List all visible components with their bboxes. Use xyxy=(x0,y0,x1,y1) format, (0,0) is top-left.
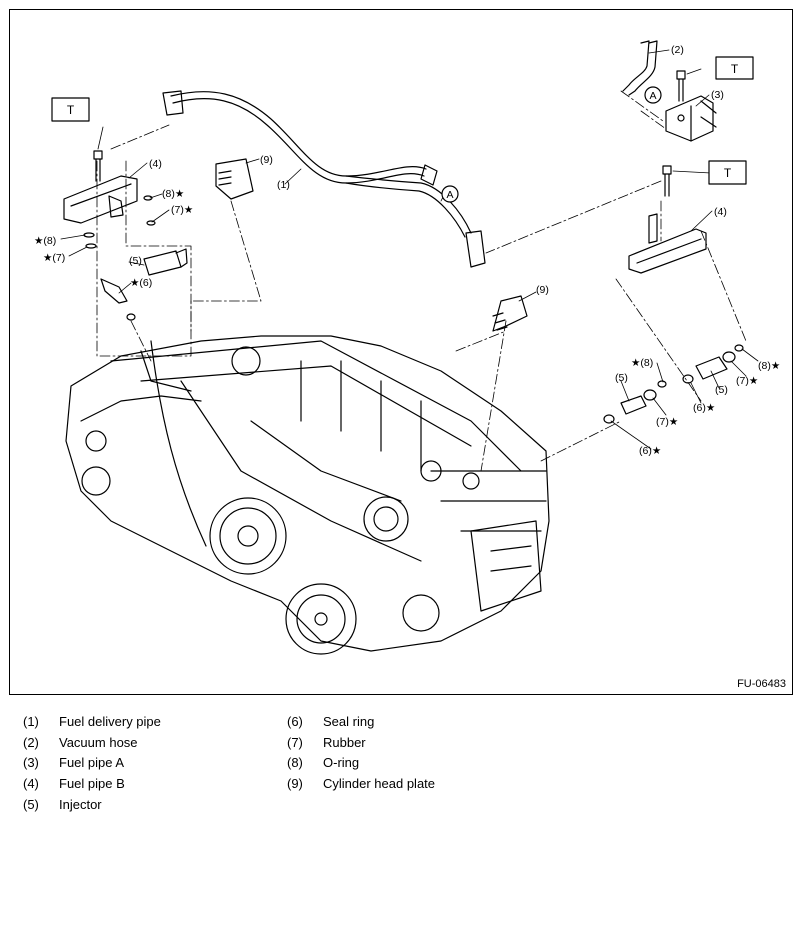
callout-6-right: (6)★ xyxy=(693,402,716,414)
legend-number: (1) xyxy=(23,714,39,729)
torque-box-right xyxy=(708,160,747,185)
callout-1: (1) xyxy=(277,179,290,191)
injector-lower-left xyxy=(100,278,128,304)
callout-6-left: ★(6) xyxy=(130,277,152,289)
ref-label-a-pipe: A xyxy=(446,189,453,201)
legend-number: (7) xyxy=(287,734,303,750)
legend-item: (6) Seal ring xyxy=(287,712,435,733)
ref-label-a-top: A xyxy=(649,90,656,102)
callout-5-left: (5) xyxy=(129,255,142,267)
vacuum-hose xyxy=(622,40,658,96)
injector-upper-left xyxy=(143,248,188,276)
fuel-delivery-pipe xyxy=(162,90,486,268)
callout-4-right: (4) xyxy=(714,206,727,218)
callout-8-left-top: (8)★ xyxy=(162,188,185,200)
alignment-lines xyxy=(96,90,747,472)
torque-label-right: T xyxy=(724,166,732,180)
injector-right xyxy=(620,356,728,415)
legend-item: (5) Injector xyxy=(23,795,161,816)
figure-code: FU-06483 xyxy=(737,678,786,690)
callout-9-right: (9) xyxy=(536,284,549,296)
legend-label: Fuel pipe A xyxy=(59,755,125,771)
legend-number: (6) xyxy=(287,714,303,729)
ref-circle-a-top xyxy=(644,86,662,104)
callout-5-right: (5) xyxy=(715,384,728,396)
legend-item: (1) Fuel delivery pipe xyxy=(23,712,161,733)
callout-6-bottom: (6)★ xyxy=(639,445,662,457)
legend-label: Fuel pipe B xyxy=(59,776,125,792)
legend-label: Seal ring xyxy=(323,714,375,729)
fuel-pipe-b-left xyxy=(63,175,138,224)
legend-item: (3) Fuel pipe A xyxy=(23,753,161,774)
legend-number: (4) xyxy=(23,776,39,792)
callout-9-left: (9) xyxy=(260,154,273,166)
torque-label-left: T xyxy=(67,103,75,117)
fuel-pipe-a xyxy=(665,95,717,142)
callout-7-mid: (7)★ xyxy=(656,416,679,428)
legend-item: (7) Rubber xyxy=(287,733,435,754)
fuel-pipe-b-right xyxy=(628,213,707,274)
callout-7-right: (7)★ xyxy=(736,375,759,387)
callout-8-left: ★(8) xyxy=(34,235,56,247)
legend-label: Rubber xyxy=(323,734,366,750)
leader-lines xyxy=(60,49,759,450)
legend-item: (4) Fuel pipe B xyxy=(23,774,161,795)
figure-frame: T T T A A (1) (2) (3) (4) (4) (5) (5) (5… xyxy=(9,9,793,695)
cylinder-head-plate-right xyxy=(492,295,528,332)
legend-number: (5) xyxy=(23,796,39,812)
legend-left-column: (1) Fuel delivery pipe (2) Vacuum hose (3)… xyxy=(23,712,161,815)
torque-label-top-right: T xyxy=(731,62,739,76)
bolt-right xyxy=(662,165,672,197)
legend-label: O-ring xyxy=(323,755,360,771)
callout-5-mid-right: (5) xyxy=(615,372,628,384)
legend-label: Vacuum hose xyxy=(59,734,138,750)
torque-box-left xyxy=(51,97,90,122)
callout-3: (3) xyxy=(711,89,724,101)
legend-item: (8) O-ring xyxy=(287,753,435,774)
legend-label: Injector xyxy=(59,796,102,812)
legend-label: Cylinder head plate xyxy=(323,776,436,792)
exploded-view-diagram: T T T A A (1) (2) (3) (4) (4) (5) (5) (5… xyxy=(34,40,781,655)
legend-number: (2) xyxy=(23,734,39,750)
legend-number: (3) xyxy=(23,755,39,771)
ref-circle-a-pipe xyxy=(441,185,459,203)
callout-8-mid: ★(8) xyxy=(631,357,653,369)
legend-label: Fuel delivery pipe xyxy=(59,714,161,729)
cylinder-head-plate-left xyxy=(215,158,254,200)
callout-8-right: (8)★ xyxy=(758,360,781,372)
callout-7-left: ★(7) xyxy=(43,252,65,264)
callout-7-left-top: (7)★ xyxy=(171,204,194,216)
legend-item: (9) Cylinder head plate xyxy=(287,774,435,795)
legend-item: (2) Vacuum hose xyxy=(23,733,161,754)
callout-2: (2) xyxy=(671,44,684,56)
engine-block xyxy=(65,335,550,655)
legend-number: (8) xyxy=(287,755,303,771)
bolt-left xyxy=(93,150,103,182)
legend-right-column: (6) Seal ring (7) Rubber (8) O-ring (9) Cyli… xyxy=(287,712,435,795)
legend-number: (9) xyxy=(287,776,303,792)
callout-4-left: (4) xyxy=(149,158,162,170)
torque-box-top-right xyxy=(715,56,754,80)
bolt-top-right xyxy=(676,70,686,102)
